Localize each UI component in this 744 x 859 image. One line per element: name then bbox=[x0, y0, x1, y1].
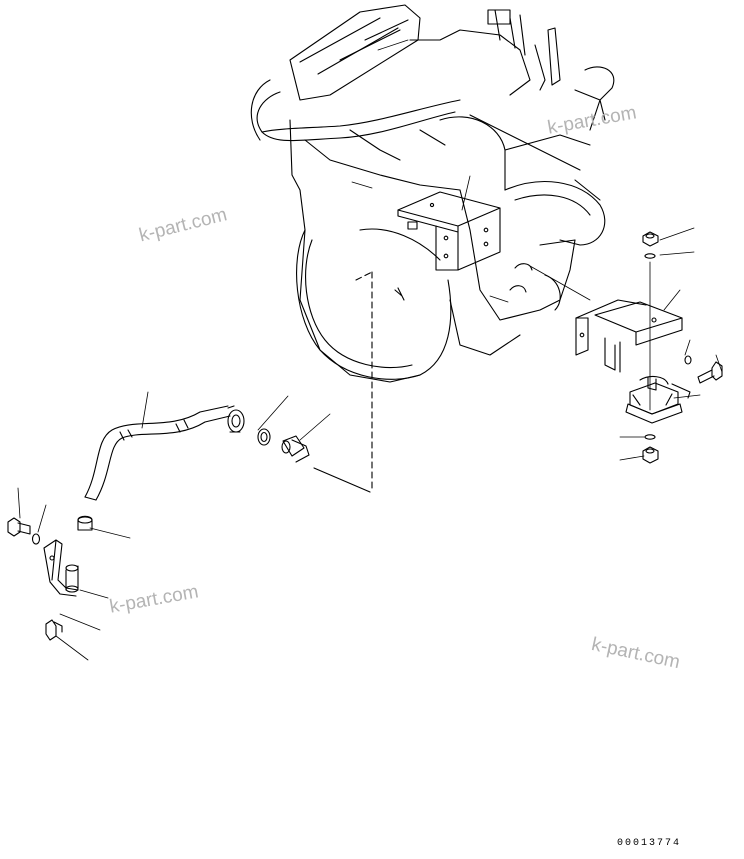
right-mount-parts bbox=[576, 232, 722, 463]
leader-lines bbox=[18, 40, 722, 660]
engine-assembly bbox=[251, 5, 614, 382]
engine-mount-bracket bbox=[398, 192, 500, 270]
hose-assembly bbox=[85, 406, 309, 500]
document-number: 00013774 bbox=[617, 838, 682, 849]
connection-lines bbox=[314, 272, 372, 492]
